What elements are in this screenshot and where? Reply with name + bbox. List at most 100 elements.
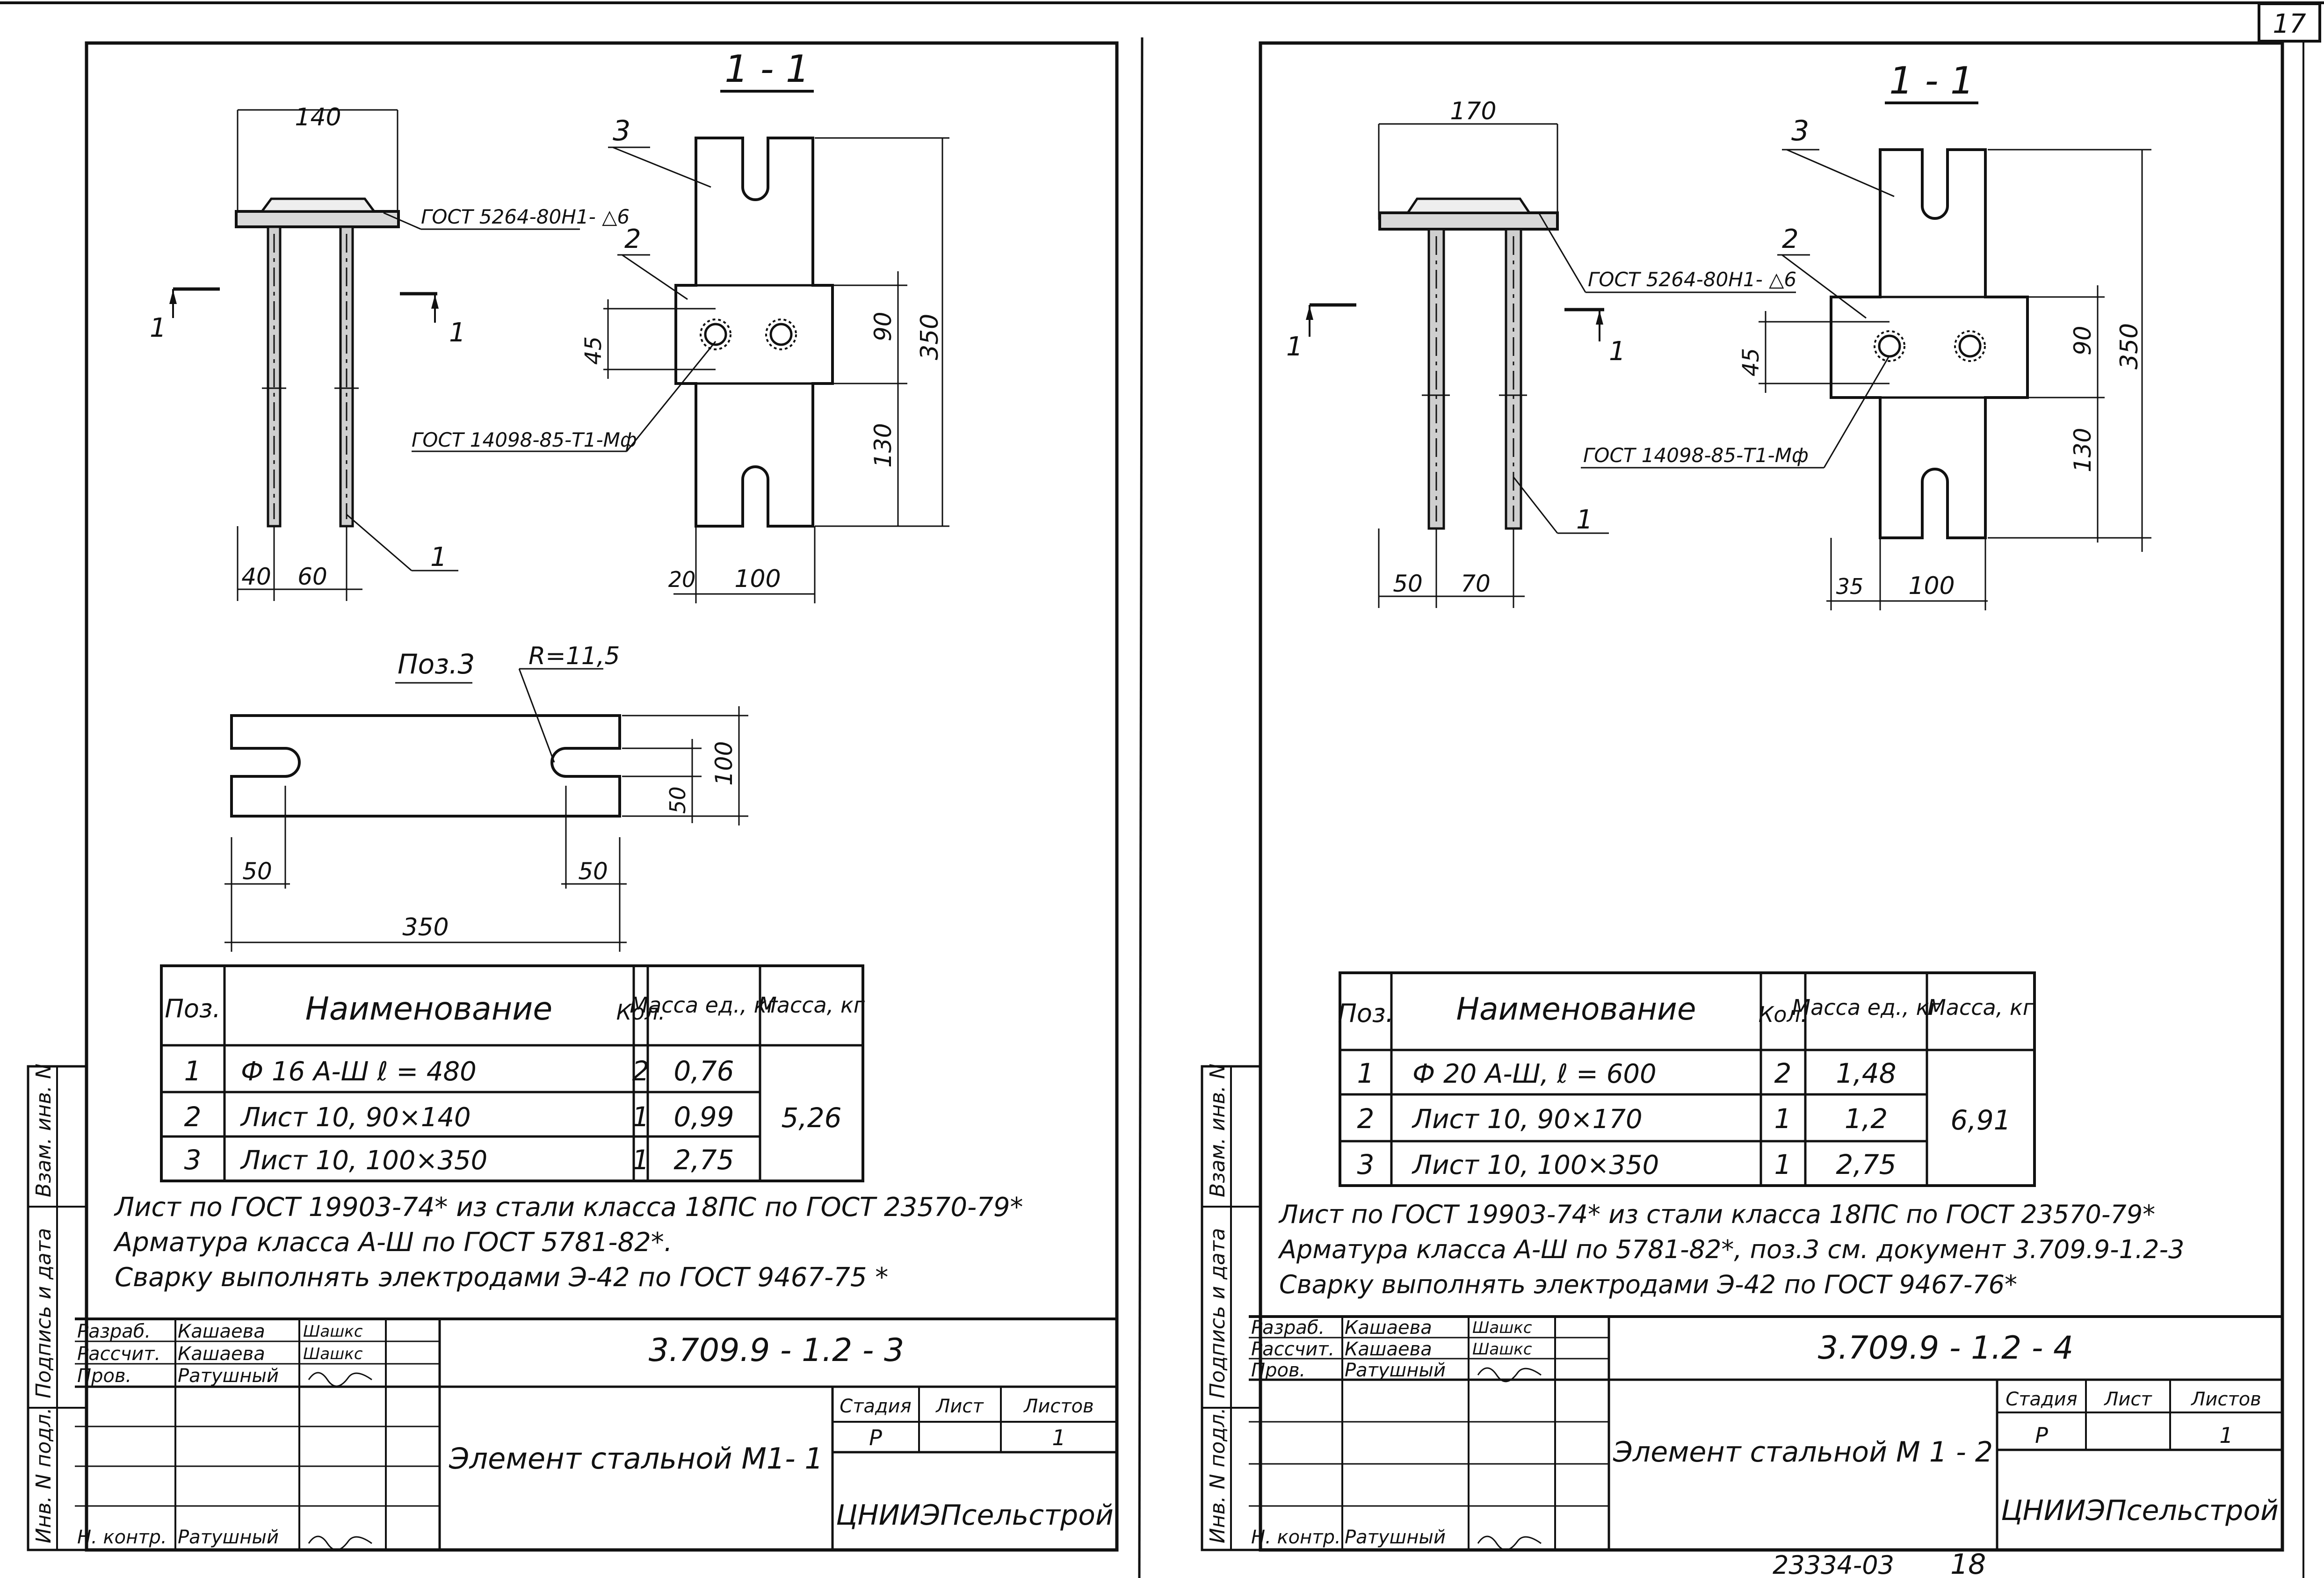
table-row-2-pos: 2 [184,1101,202,1133]
table-row-2-name: Лист 10, 90×140 [240,1102,471,1133]
page-number-box [2258,2,2321,43]
pos-label-3: 3 [613,115,630,147]
stamp-role-3: Пров. [1251,1360,1305,1381]
stamp-title: Элемент стальной М1- 1 [449,1441,823,1476]
left-poz3-view: Поз.3 R=11,5 50 50 350 100 50 [224,642,748,952]
stamp-sheet-header: Лист [935,1396,984,1417]
side-label-sign: Подпись и дата [32,1228,56,1398]
footer-page: 18 [1950,1548,1986,1578]
dim-upper: 90 [2069,326,2096,355]
stamp-sheet-header: Лист [2103,1389,2152,1410]
dim-sheet-width: 100 [1908,572,1955,600]
table-row-2-qty: 1 [1774,1103,1792,1135]
dim-sheet-width: 100 [734,565,781,593]
side-label-replace: Взам. инв. N [1206,1064,1230,1197]
stamp-role-7: Н. контр. [1251,1527,1341,1548]
table-total-mass: 6,91 [1950,1104,2011,1136]
pos-label-3: 3 [1791,115,1809,147]
table-header-mass: Масса, кг [1927,995,2034,1020]
dim-left-offset: 40 [241,563,271,590]
left-spec-table: Поз. Наименование Кол. Масса ед., кг Мас… [160,964,865,1182]
note-3: Сварку выполнять электродами Э-42 по ГОС… [1279,1270,2017,1299]
stamp-sheets-header: Листов [1023,1396,1093,1417]
table-row-2-mass: 0,99 [673,1101,734,1133]
pos-label-1: 1 [430,542,447,572]
left-front-view: 140 40 60 ГОСТ 5264-80Н1- △6 [150,103,630,601]
dim-plate-width: 170 [1450,97,1496,125]
weld-stud-note: ГОСТ 14098-85-Т1-Мф [412,428,637,451]
stamp-stage-header: Стадия [2005,1389,2077,1410]
table-row-3-mass: 2,75 [673,1144,734,1176]
table-row-3-mass: 2,75 [1836,1149,1896,1180]
stamp-sheets: 1 [1052,1425,1065,1450]
stamp-role-1: Разраб. [1251,1317,1325,1339]
stamp-stage: Р [2035,1423,2048,1448]
table-row-3-pos: 3 [184,1144,202,1176]
left-frame [85,41,1119,1552]
stamp-title: Элемент стальной М 1 - 2 [1613,1436,1993,1469]
stamp-name-3: Ратушный [178,1365,279,1387]
stamp-stage-header: Стадия [840,1396,911,1417]
stamp-role-1: Разраб. [77,1321,151,1342]
table-row-1-pos: 1 [184,1055,202,1087]
stamp-name-1: Кашаева [178,1321,265,1342]
poz3-radius: R=11,5 [529,642,620,670]
right-sheet: Инв. N подл. Подпись и дата Взам. инв. N… [1201,41,2284,1578]
pos-label-2: 2 [624,224,641,254]
table-row-3-name: Лист 10, 100×350 [1412,1150,1659,1180]
right-frame [1259,41,2284,1552]
table-header-pos: Поз. [1338,999,1394,1028]
stamp-role-7: Н. контр. [77,1527,167,1548]
stamp-signature-7-mark [1477,1535,1542,1551]
note-1: Лист по ГОСТ 19903-74* из стали класса 1… [1278,1200,2155,1229]
plate-bevel [260,197,376,213]
dim-lower: 130 [869,423,897,468]
stamp-role-2: Рассчит. [77,1343,160,1365]
side-label-inv: Инв. N подл. [1206,1407,1230,1543]
stamp-doc-code: 3.709.9 - 1.2 - 3 [649,1332,905,1369]
cut-label-left: 1 [1286,332,1303,362]
note-3: Сварку выполнять электродами Э-42 по ГОС… [115,1262,888,1293]
table-row-1-qty: 2 [632,1055,650,1087]
stud-hole-left [704,323,727,346]
stamp-organization: ЦНИИЭПсельстрой [2001,1494,2279,1527]
dim-spacing: 70 [1461,570,1491,597]
stamp-name-7: Ратушный [1345,1527,1446,1548]
weld-top-note: ГОСТ 5264-80Н1- △6 [421,205,630,228]
stamp-doc-code: 3.709.9 - 1.2 - 4 [1818,1330,2074,1367]
side-label-sign: Подпись и дата [1206,1228,1230,1398]
base-plate [235,210,400,228]
weld-top-note: ГОСТ 5264-80Н1- △6 [1588,268,1796,291]
right-front-view: 170 50 70 ГОСТ 5264-80Н1- △6 1 [1286,97,1796,608]
dim-spacing: 60 [297,563,327,590]
right-section-label: 1 - 1 [1889,59,1974,102]
stamp-name-1: Кашаева [1345,1317,1432,1339]
pos-label-2: 2 [1782,224,1799,254]
stud-hole-right [1958,334,1982,358]
stamp-stage: Р [869,1425,882,1450]
table-row-3-qty: 1 [1774,1149,1792,1180]
stamp-signature-3-mark [308,1372,372,1387]
table-row-2-mass: 1,2 [1845,1103,1888,1135]
dim-sheet-height: 350 [2115,323,2143,369]
plate-bevel [1405,197,1532,214]
poz3-title: Поз.3 [398,648,475,680]
table-row-3-name: Лист 10, 100×350 [240,1145,487,1176]
side-label-inv: Инв. N подл. [32,1407,56,1543]
poz3-slot-right: 50 [578,858,608,885]
page-number: 17 [2273,9,2306,39]
right-section-view: 350 90 130 45 35 100 3 2 ГОСТ 14098-85-Т [1581,115,2151,610]
stamp-name-3: Ратушный [1345,1360,1446,1381]
right-title-block: Разраб. Рассчит. Пров. Н. контр. Кашаева… [1249,1315,2282,1551]
stamp-organization: ЦНИИЭПсельстрой [836,1499,1114,1532]
stamp-signature-1: Шашкс [303,1322,363,1341]
note-2: Арматура класса А-Ш по 5781-82*, поз.3 с… [1278,1235,2184,1264]
fold-line [1138,37,1144,1578]
table-header-unit-mass: Масса ед., кг [1792,995,1940,1020]
note-2: Арматура класса А-Ш по ГОСТ 5781-82*. [113,1227,673,1258]
table-header-unit-mass: Масса ед., кг [630,992,778,1018]
table-row-1-name: Ф 16 А-Ш ℓ = 480 [241,1057,477,1087]
pos-label-1: 1 [1576,505,1593,535]
cut-label-right: 1 [1609,336,1626,367]
table-row-2-pos: 2 [1357,1103,1375,1135]
